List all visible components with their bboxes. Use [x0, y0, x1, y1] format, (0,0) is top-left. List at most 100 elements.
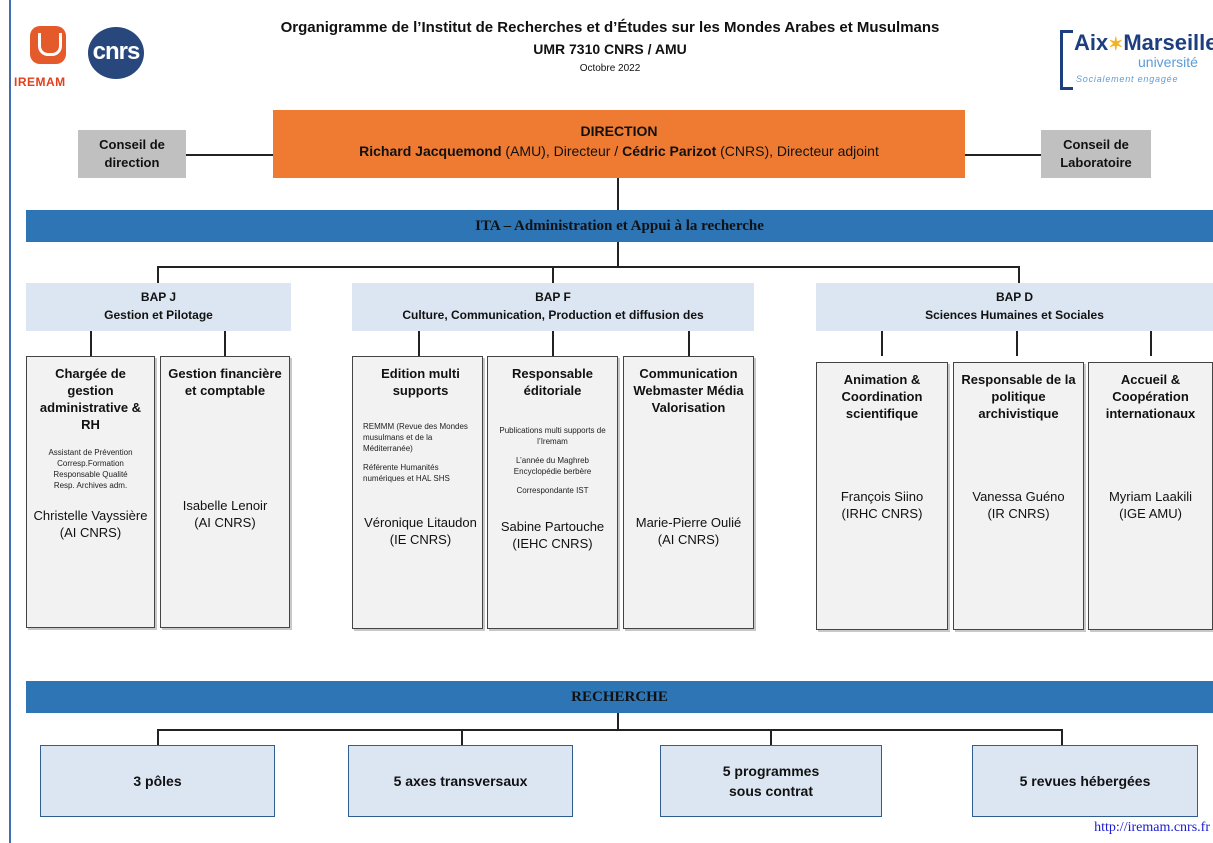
connector-line — [965, 154, 1041, 156]
card-person: Isabelle Lenoir — [182, 498, 268, 513]
card-status: (IEHC CNRS) — [512, 536, 593, 551]
amu-logo-tagline: Socialement engagée — [1076, 74, 1179, 84]
direction-title: DIRECTION — [580, 123, 658, 139]
amu-logo-universite: université — [1138, 54, 1198, 70]
card-note: Correspondante IST — [516, 486, 589, 495]
card-note: Publications multi supports de l’Iremam — [499, 426, 606, 446]
iremam-logo-text: IREMAM — [14, 75, 66, 89]
card-status: (IE CNRS) — [389, 532, 452, 547]
card-communication: Communication Webmaster Média Valorisati… — [623, 356, 754, 629]
connector-line — [157, 729, 1063, 731]
card-status: (IGE AMU) — [1119, 506, 1182, 521]
direction-box: DIRECTION Richard Jacquemond (AMU), Dire… — [273, 110, 965, 178]
card-status: (AI CNRS) — [194, 515, 256, 530]
connector-line — [617, 713, 619, 730]
card-person: Myriam Laakili — [1108, 489, 1193, 504]
card-responsable-editoriale: Responsable éditoriale Publications mult… — [487, 356, 618, 629]
card-status: (IR CNRS) — [987, 506, 1050, 521]
page-title: Organigramme de l’Institut de Recherches… — [280, 19, 940, 36]
card-title: Responsable éditoriale — [512, 366, 593, 398]
conseil-direction-box: Conseil de direction — [78, 130, 186, 178]
connector-line — [418, 331, 420, 356]
research-box-revues: 5 revues hébergées — [972, 745, 1198, 817]
bap-j-box: BAP J Gestion et Pilotage — [26, 283, 291, 331]
director-name: Richard Jacquemond — [359, 143, 502, 159]
connector-line — [1018, 266, 1020, 283]
research-banner: RECHERCHE — [26, 681, 1213, 713]
connector-line — [1016, 331, 1018, 356]
connector-line — [461, 729, 463, 745]
connector-line — [688, 331, 690, 356]
card-person: François Siino — [840, 489, 924, 504]
connector-line — [90, 331, 92, 356]
card-accueil-cooperation: Accueil & Coopération internationaux Myr… — [1088, 362, 1213, 630]
director-role: (AMU), Directeur / — [501, 143, 623, 159]
card-status: (IRHC CNRS) — [841, 506, 923, 521]
card-person: Vanessa Guéno — [972, 489, 1065, 504]
page-date: Octobre 2022 — [579, 63, 641, 74]
card-person: Christelle Vayssière — [33, 508, 148, 523]
website-link[interactable]: http://iremam.cnrs.fr — [1094, 820, 1210, 835]
iremam-logo-mark — [30, 26, 66, 64]
bap-name: Gestion et Pilotage — [104, 308, 213, 322]
connector-line — [552, 331, 554, 356]
card-note: Resp. Archives adm. — [53, 481, 128, 490]
bap-code: BAP F — [535, 290, 571, 304]
connector-line — [881, 331, 883, 356]
card-note: Référente Humanités numériques et HAL SH… — [363, 463, 450, 483]
connector-line — [617, 242, 619, 267]
card-note: Responsable Qualité — [53, 470, 128, 479]
card-politique-archivistique: Responsable de la politique archivistiqu… — [953, 362, 1084, 630]
research-box-axes: 5 axes transversaux — [348, 745, 573, 817]
iremam-logo: IREMAM — [12, 26, 80, 94]
card-note: Corresp.Formation — [57, 459, 124, 468]
connector-line — [552, 266, 554, 283]
connector-line — [186, 154, 273, 156]
card-title: Animation & Coordination scientifique — [841, 372, 923, 421]
card-edition: Edition multi supports REMMM (Revue des … — [352, 356, 483, 629]
connector-line — [770, 729, 772, 745]
bap-name: Culture, Communication, Production et di… — [402, 308, 704, 322]
card-gestion-administrative: Chargée de gestion administrative & RH A… — [26, 356, 155, 628]
bap-code: BAP J — [140, 290, 177, 304]
card-title: Chargée de gestion administrative & RH — [39, 366, 142, 432]
ita-banner: ITA – Administration et Appui à la reche… — [26, 210, 1213, 242]
card-gestion-financiere: Gestion financière et comptable Isabelle… — [160, 356, 290, 628]
amu-logo-name: Aix✶Marseille — [1074, 30, 1213, 55]
card-title: Communication Webmaster Média Valorisati… — [633, 366, 744, 415]
connector-line — [157, 266, 159, 283]
connector-line — [224, 331, 226, 356]
card-title: Gestion financière et comptable — [168, 366, 282, 398]
connector-line — [617, 178, 619, 210]
page-subtitle: UMR 7310 CNRS / AMU — [533, 41, 687, 57]
card-note: L’année du Maghreb Encyclopédie berbère — [513, 456, 592, 476]
card-status: (AI CNRS) — [657, 532, 720, 547]
card-title: Accueil & Coopération internationaux — [1105, 372, 1196, 421]
card-person: Sabine Partouche — [500, 519, 605, 534]
research-box-programmes: 5 programmes sous contrat — [660, 745, 882, 817]
bap-name: Sciences Humaines et Sociales — [925, 308, 1104, 322]
bap-d-box: BAP D Sciences Humaines et Sociales — [816, 283, 1213, 331]
page-frame-line — [9, 0, 11, 843]
amu-logo-bracket — [1060, 30, 1073, 90]
connector-line — [157, 729, 159, 745]
connector-line — [157, 266, 1020, 268]
card-note: Assistant de Prévention — [48, 448, 133, 457]
connector-line — [1150, 331, 1152, 356]
bap-code: BAP D — [995, 290, 1034, 304]
connector-line — [1061, 729, 1063, 745]
deputy-director-role: (CNRS), Directeur adjoint — [716, 143, 879, 159]
conseil-laboratoire-box: Conseil de Laboratoire — [1041, 130, 1151, 178]
card-note: REMMM (Revue des Mondes musulmans et de … — [363, 422, 468, 453]
card-animation-coordination: Animation & Coordination scientifique Fr… — [816, 362, 948, 630]
card-title: Edition multi supports — [381, 366, 460, 398]
deputy-director-name: Cédric Parizot — [622, 143, 717, 159]
research-box-poles: 3 pôles — [40, 745, 275, 817]
card-person: Véronique Litaudon — [364, 515, 477, 530]
amu-logo: Aix✶Marseille université Socialement eng… — [1060, 30, 1213, 90]
card-person: Marie-Pierre Oulié — [635, 515, 742, 530]
card-title: Responsable de la politique archivistiqu… — [961, 372, 1076, 421]
bap-f-box: BAP F Culture, Communication, Production… — [352, 283, 754, 331]
card-status: (AI CNRS) — [59, 525, 122, 540]
cnrs-logo: cnrs — [88, 27, 144, 79]
